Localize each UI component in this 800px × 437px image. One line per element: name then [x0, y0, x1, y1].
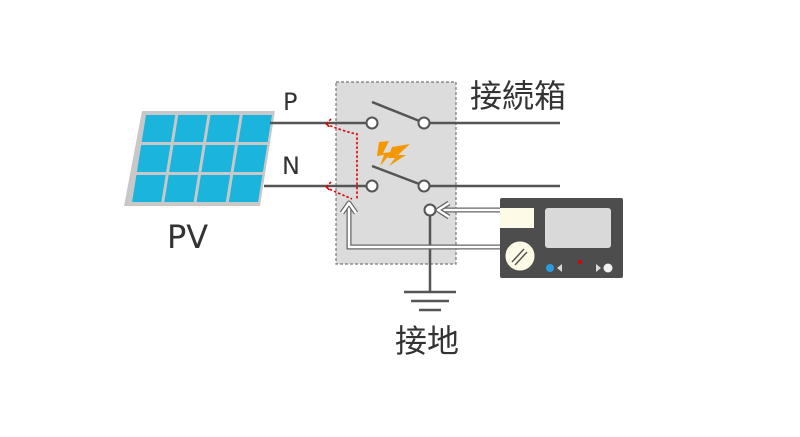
- solar-panel-icon: [124, 111, 275, 206]
- disconnect-switch-icon: [365, 100, 431, 193]
- ground-symbol-icon: [404, 290, 456, 312]
- solar-cell: [136, 145, 171, 172]
- solar-cell: [164, 175, 198, 202]
- solar-cell: [228, 175, 263, 202]
- solar-cell: [169, 145, 203, 172]
- p-terminal-label: P: [283, 88, 297, 116]
- tester-screen: [545, 208, 611, 248]
- solar-cell: [238, 115, 272, 142]
- tester-probe-port: [500, 208, 534, 228]
- solar-cell: [206, 115, 240, 142]
- junction-box-label: 接続箱: [470, 77, 566, 115]
- tester-left-arrow: [557, 264, 562, 272]
- solar-cell: [132, 175, 166, 202]
- tester-led-red: [578, 260, 582, 264]
- solar-cell: [233, 145, 268, 172]
- tester-button: [603, 263, 613, 273]
- insulation-tester-icon: [500, 198, 623, 278]
- tester-dial: [504, 240, 536, 272]
- solar-cell: [173, 115, 208, 142]
- lightning-spark-icon: [377, 141, 410, 166]
- solar-cell: [201, 145, 235, 172]
- n-terminal-label: N: [282, 152, 300, 180]
- junction-box: [335, 81, 457, 265]
- pv-label: PV: [167, 218, 208, 256]
- tester-right-arrow: [596, 264, 601, 272]
- tester-led-blue: [546, 264, 554, 272]
- solar-cell: [141, 115, 176, 142]
- ground-label: 接地: [395, 322, 459, 360]
- fault-path: [324, 118, 358, 200]
- tester-leads: [339, 200, 508, 250]
- ground-terminal: [423, 203, 437, 217]
- solar-cell: [196, 175, 231, 202]
